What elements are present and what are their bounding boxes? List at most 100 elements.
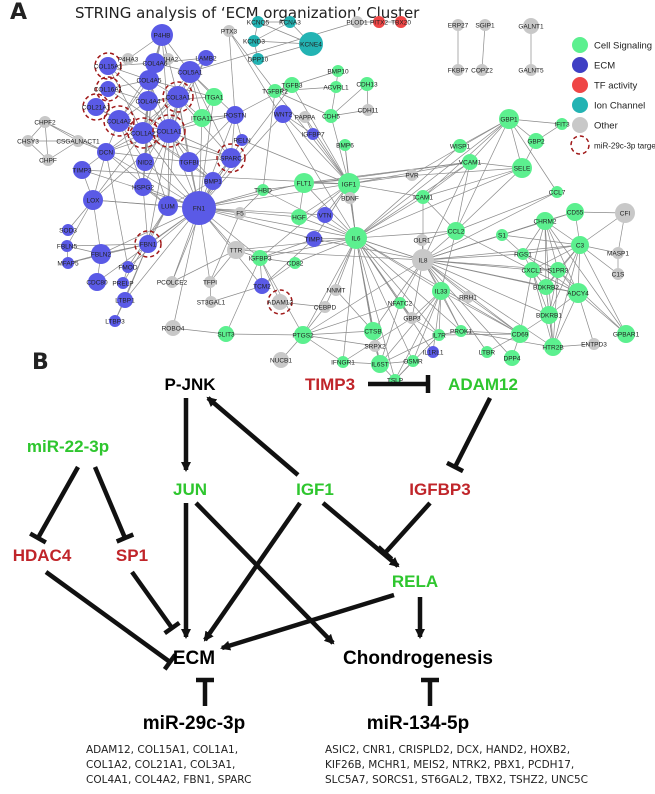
node-nfatc2: NFATC2 (388, 297, 413, 309)
edge-TGFBR2-CDH5 (274, 90, 332, 117)
node-col1a1: COL1A1 (152, 114, 186, 148)
node-igfbp3: IGFBP3 (248, 250, 272, 266)
node-lamb2: LAMB2 (195, 50, 217, 66)
edge-SLIT3-IGFBP3 (225, 257, 261, 335)
node-wisp1: WISP1 (450, 139, 470, 153)
node-cfi: CFI (615, 203, 635, 223)
edge-FBLN2-FN1 (100, 207, 200, 255)
node-mfap5: MFAP5 (57, 257, 79, 269)
edge-CHPF2-CSGALNACT1 (44, 121, 79, 142)
node-lum: LUM (158, 196, 178, 216)
node-label: CD55 (567, 210, 584, 217)
node-label: CDH13 (356, 82, 378, 89)
edge-FN1-WNT2 (198, 113, 284, 209)
edge-IL6-IL33 (355, 237, 442, 292)
node-dpp10: DPP10 (248, 53, 269, 65)
node-label: TSLP (387, 378, 403, 385)
node-galnt5: GALNT5 (518, 64, 544, 76)
node-label: COL4A5 (137, 78, 162, 85)
edge-PAPPA-IGF1 (304, 116, 350, 185)
edge-PROK1-HTR2B (460, 330, 554, 348)
node-label: ST3GAL1 (197, 300, 226, 307)
node-fn1: FN1 (182, 191, 216, 225)
edge-PTGS2-SRPX2 (302, 334, 376, 347)
node-label: FMOD (118, 265, 137, 272)
edge-PTX3-IL6 (228, 30, 357, 239)
node-s1pr3: S1PR3 (548, 262, 569, 278)
node-label: TGFBR2 (262, 89, 288, 96)
node-il6: IL6 (345, 227, 367, 249)
node-label: COL4A4 (136, 99, 161, 106)
node-label: CEBPD (314, 305, 337, 312)
edge-IL8-LTBR (422, 259, 488, 353)
edge-TGFB3-POSTN (234, 84, 293, 116)
edge-CCL2-CCL7 (455, 191, 558, 232)
node-label: IL33 (435, 289, 448, 296)
edge-LOX-LUM (92, 199, 169, 207)
edge-IL8-RGS1 (422, 253, 524, 261)
edge-TGFB3-IGF1 (291, 84, 350, 185)
node-cebpd: CEBPD (314, 301, 337, 313)
node-label: COL15A1 (94, 64, 123, 71)
legend-item: Other (572, 117, 618, 133)
edge-IL6-SELE (355, 167, 523, 239)
pathway-node-rela: RELA (392, 572, 438, 591)
node-label: TCM2 (253, 284, 271, 291)
edge-IL33-TSLP (394, 290, 442, 381)
edge-IL6-WISP1 (355, 145, 461, 239)
node-label: RGS1 (514, 252, 532, 259)
node-label: BMP1 (204, 179, 222, 186)
node-entpd3: ENTPD3 (581, 338, 607, 350)
edge-IL8-CCL7 (422, 191, 558, 261)
edge-DCN-LUM (105, 151, 169, 207)
node-dcn: DCN (97, 143, 115, 161)
node-prelp: PRELP (112, 277, 134, 289)
node-il33: IL33 (432, 282, 450, 300)
node-label: LOX (86, 198, 100, 205)
node-ctsb: CTSB (364, 322, 382, 340)
node-label: COL1A2 (131, 131, 156, 138)
edge-IL6-TSLP (355, 237, 396, 381)
node-label: HGF (292, 215, 306, 222)
node-col16a1: COL16A1 (94, 76, 123, 102)
node-label: PAPPA (295, 115, 316, 122)
node-label: KCND3 (243, 39, 265, 46)
edge-VCAM1-CCL2 (455, 161, 471, 232)
node-label: F5 (236, 211, 244, 218)
edge-TFPI-F5 (209, 212, 241, 283)
node-label: IL6ST (371, 362, 388, 369)
pathway-edges (29, 375, 493, 706)
edge-IL6-GBP1 (355, 118, 510, 239)
node-label: ITGA1 (205, 95, 224, 102)
node-label: FBN1 (140, 242, 157, 249)
edge-SGIP1-COPZ2 (481, 24, 486, 71)
edge-IL8-BDKRB1 (422, 259, 550, 316)
node-label: FBLN2 (91, 252, 112, 259)
edge-C3-BDKRB1 (548, 244, 581, 316)
node-label: BDNF (341, 196, 359, 203)
node-plod1: PLOD1 (346, 16, 368, 28)
node-fbln2: FBLN2 (91, 244, 112, 264)
node-label: ICAM1 (413, 195, 433, 202)
node-label: NID2 (138, 160, 153, 167)
node-label: TBX20 (391, 20, 411, 27)
node-lox: LOX (83, 190, 103, 210)
legend-item: Ion Channel (572, 97, 645, 113)
node-label: HTR2B (542, 345, 563, 352)
edge-CCL2-CXCL1 (455, 230, 533, 271)
edge-VCAM1-IL8 (422, 161, 471, 261)
node-csgalnact1: CSGALNACT1 (56, 135, 100, 147)
pathway-node-pjnk: P-JNK (164, 375, 216, 394)
node-label: COL4A2 (107, 119, 132, 126)
node-label: DCN (99, 150, 113, 157)
edge-FN1-IL6 (198, 207, 357, 239)
node-label: NFATC2 (388, 301, 413, 308)
node-thbd: THBD (254, 184, 272, 196)
edge-igf1-pjnk (206, 396, 300, 477)
node-label: TTR (230, 248, 243, 255)
node-postn: POSTN (224, 106, 246, 124)
node-gbp2: GBP2 (527, 133, 545, 149)
edge-COL1A2-SPARC (142, 132, 232, 159)
